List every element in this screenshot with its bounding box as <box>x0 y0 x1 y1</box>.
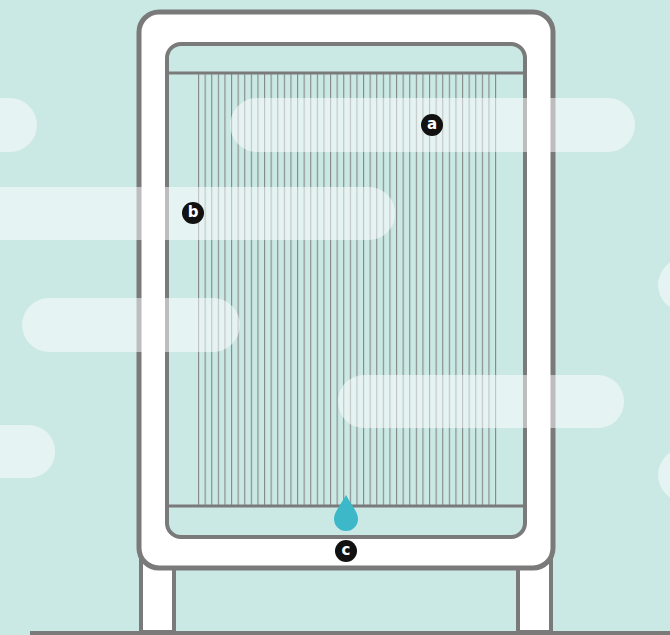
ground-line <box>30 631 670 635</box>
leg <box>518 560 551 632</box>
callout-letter: c <box>335 540 357 562</box>
water-drop <box>334 495 358 531</box>
callout-letter: b <box>182 202 204 224</box>
air-clouds <box>0 98 670 502</box>
housing <box>139 12 553 568</box>
callout-letter: a <box>421 114 443 136</box>
leg <box>141 560 174 632</box>
